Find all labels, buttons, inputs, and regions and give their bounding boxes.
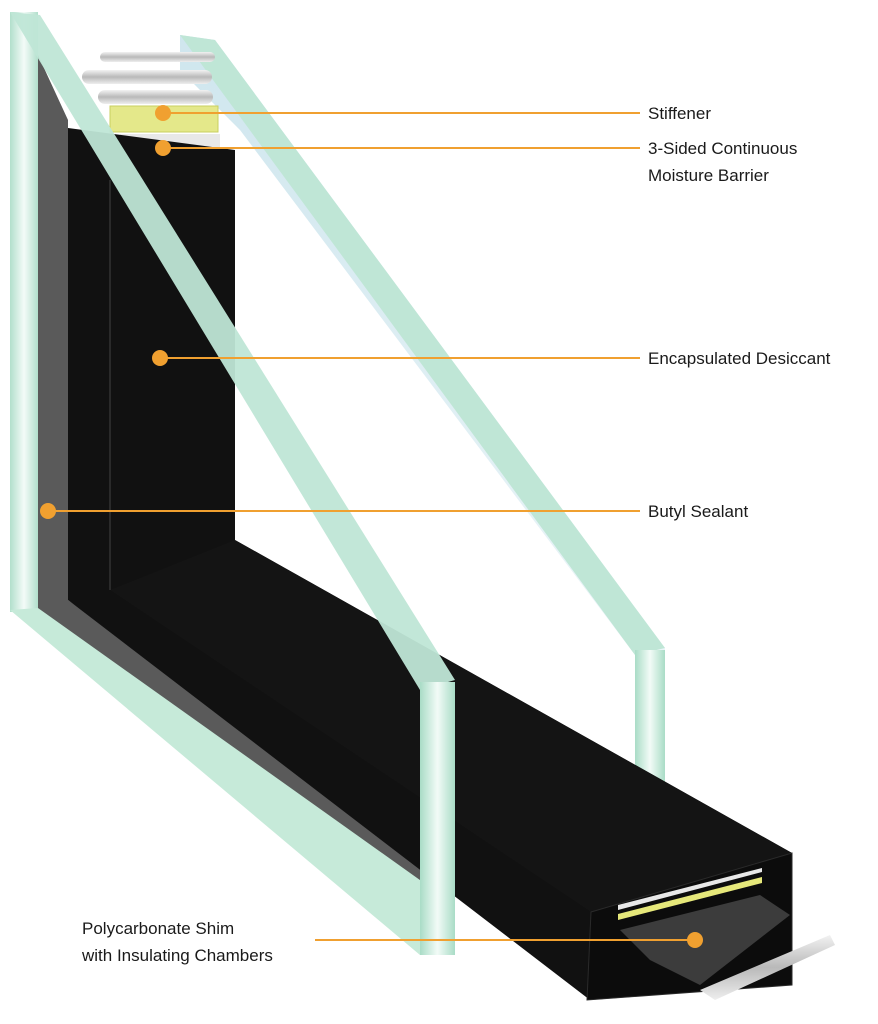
polycarbonate-shim: [618, 868, 835, 1000]
label-shim-1: Polycarbonate Shim: [82, 919, 234, 938]
callout-moisture-barrier: 3-Sided Continuous Moisture Barrier: [155, 139, 797, 185]
outer-glass-pane: [10, 12, 455, 955]
callout-butyl: Butyl Sealant: [40, 502, 748, 521]
label-butyl: Butyl Sealant: [648, 502, 748, 521]
label-desiccant: Encapsulated Desiccant: [648, 349, 831, 368]
callout-stiffener: Stiffener: [155, 104, 711, 123]
callout-desiccant: Encapsulated Desiccant: [152, 349, 831, 368]
label-moisture-barrier-2: Moisture Barrier: [648, 166, 769, 185]
butyl-sealant: [38, 55, 440, 910]
label-moisture-barrier-1: 3-Sided Continuous: [648, 139, 797, 158]
label-stiffener: Stiffener: [648, 104, 711, 123]
top-foil-layers: [82, 52, 215, 104]
callout-shim: Polycarbonate Shim with Insulating Chamb…: [81, 919, 703, 965]
label-shim-2: with Insulating Chambers: [81, 946, 273, 965]
